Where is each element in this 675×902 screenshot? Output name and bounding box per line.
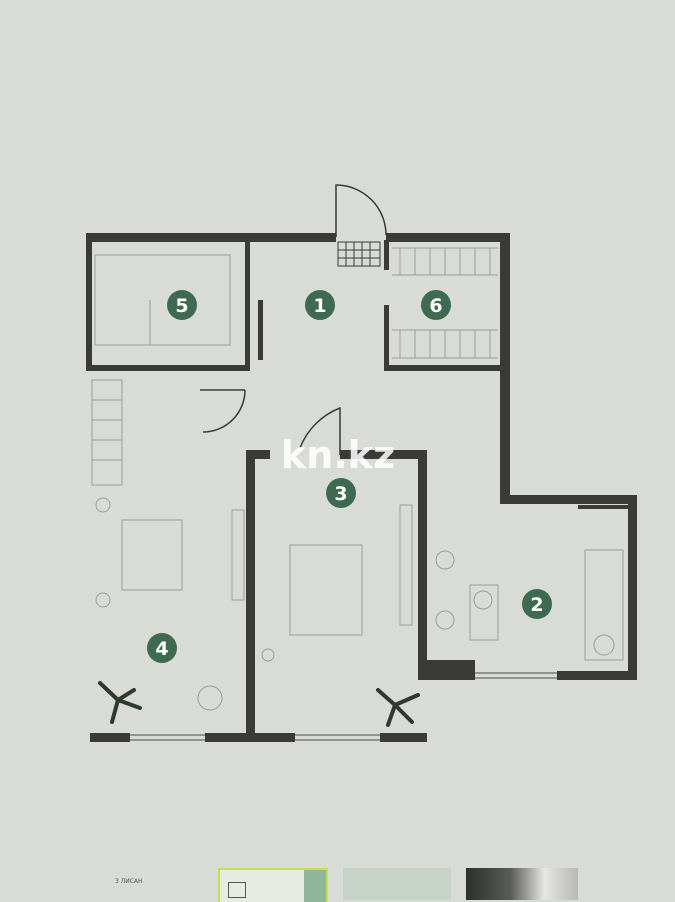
thumbnail-caption: 3 ЛИСАН <box>115 878 143 885</box>
wall-room3-top-right <box>340 450 427 459</box>
thumb-plan-preview <box>228 882 246 898</box>
room-number: 6 <box>429 295 442 317</box>
wall-room3-right <box>418 450 427 680</box>
kitchen-table <box>469 584 499 641</box>
wall-bottom-right <box>380 733 427 742</box>
wall-room6-bottom <box>384 365 506 371</box>
kitchen-chair-1 <box>435 550 455 570</box>
room4-wardrobe-lines <box>92 399 122 461</box>
kitchen-chair-2 <box>435 610 455 630</box>
room-number: 5 <box>175 295 188 317</box>
floor-plan-thumbnail[interactable] <box>218 868 328 902</box>
windows <box>130 672 557 741</box>
floor-plan: kn.kz 1 2 3 4 5 6 <box>86 184 637 742</box>
room4-desk <box>231 509 245 601</box>
thumb-green-strip <box>304 870 326 902</box>
room-badge-3: 3 <box>326 478 356 508</box>
wall-top-right <box>386 233 510 242</box>
room4-chair <box>197 685 223 711</box>
shoe-rack <box>337 241 381 267</box>
shoe-rack-grid <box>338 242 380 266</box>
wall-bottom-left <box>90 733 130 742</box>
wall-room3-top <box>248 450 270 459</box>
building-exterior-thumbnail[interactable] <box>466 868 578 900</box>
room5-wardrobe <box>94 254 231 346</box>
room-number: 2 <box>530 594 543 616</box>
room3-door-swing <box>299 406 341 455</box>
wall-kitchen-bottom-right <box>557 671 637 680</box>
interior-thumbnail[interactable] <box>343 868 451 900</box>
wall-room6-left-2 <box>384 305 389 365</box>
walls <box>86 233 637 742</box>
room4-bed <box>121 519 183 591</box>
wall-bottom-mid <box>205 733 295 742</box>
plant-icon-2 <box>376 688 420 727</box>
wall-right-lower <box>628 495 637 680</box>
plant-icon <box>98 681 142 724</box>
wall-room5-left <box>86 240 92 370</box>
thumbnail-strip <box>0 860 675 902</box>
wall-kitchen-bottom-left <box>425 660 475 680</box>
kitchen-hob <box>593 634 615 656</box>
room-badge-2: 2 <box>522 589 552 619</box>
room-number: 4 <box>155 638 168 660</box>
room-number: 3 <box>334 483 347 505</box>
room4-door-swing <box>200 389 246 433</box>
doors <box>200 184 387 455</box>
room-badge-4: 4 <box>147 633 177 663</box>
room4-wardrobe <box>91 379 123 486</box>
wall-room3-left <box>246 450 255 740</box>
wall-hall-right <box>258 300 263 360</box>
wall-kitchen-niche <box>578 505 628 509</box>
room4-nightstand-lamp-2 <box>95 592 111 608</box>
wall-room5-right <box>245 240 250 370</box>
wall-room6-left <box>384 240 389 270</box>
room-badge-6: 6 <box>421 290 451 320</box>
furniture-layer <box>91 241 624 711</box>
room3-lamp <box>261 648 275 662</box>
room-badge-1: 1 <box>305 290 335 320</box>
watermark-text: kn.kz <box>281 433 395 477</box>
wall-top-left <box>86 233 336 242</box>
room-badge-5: 5 <box>167 290 197 320</box>
wall-room5-bottom <box>86 365 250 371</box>
kitchen-counter <box>584 549 624 661</box>
room-number: 1 <box>313 295 326 317</box>
room4-nightstand-lamp <box>95 497 111 513</box>
kitchen-chair-3 <box>473 590 493 610</box>
room3-bed <box>289 544 363 636</box>
wall-step <box>500 495 637 504</box>
entrance-door-swing <box>335 184 387 237</box>
room3-wardrobe <box>399 504 413 626</box>
room6-shelves <box>392 247 498 359</box>
